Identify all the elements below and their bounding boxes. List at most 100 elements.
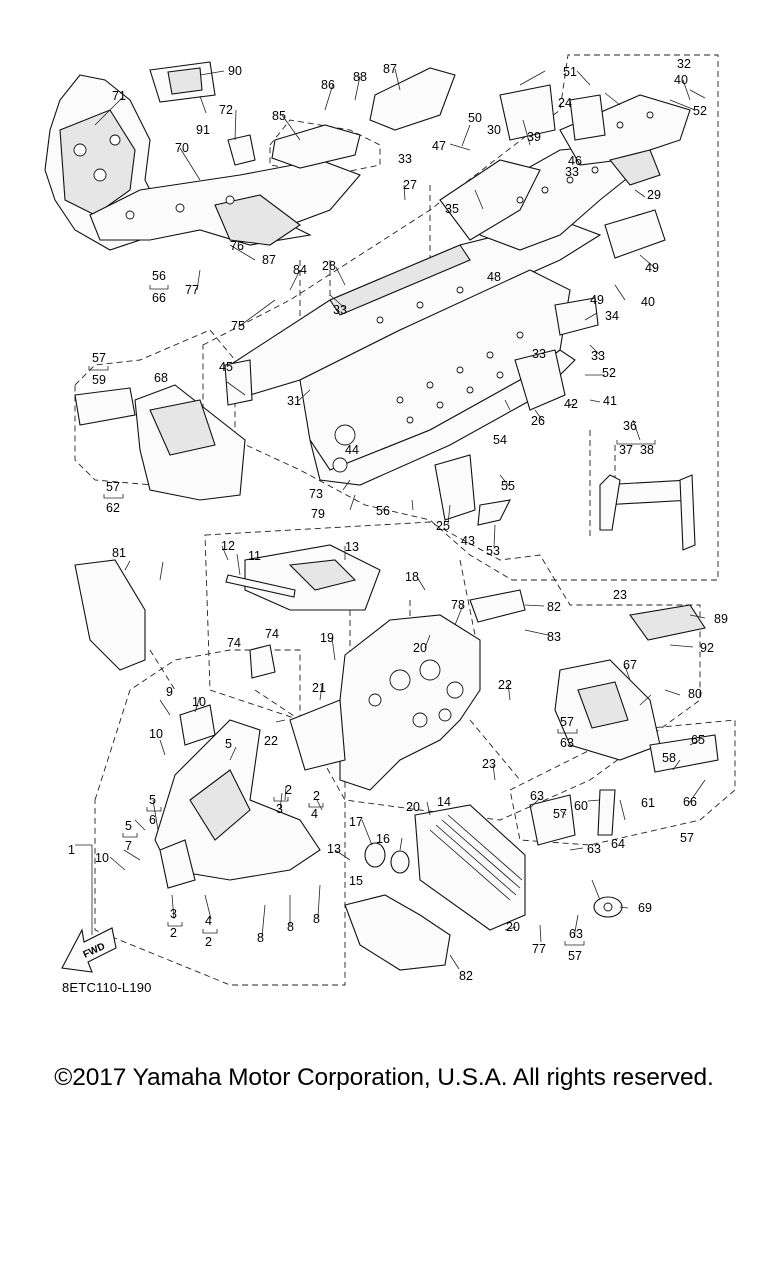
copyright-notice: ©2017 Yamaha Motor Corporation, U.S.A. A…: [54, 1064, 714, 1091]
callout-92: 91: [196, 123, 210, 137]
bracket-69: [134, 384, 246, 501]
callout-1: 1: [68, 843, 75, 857]
callout-87: 87: [262, 253, 276, 267]
left-bracket-group-outline: [74, 329, 236, 491]
callout-33: 32: [677, 57, 691, 71]
callout-33: 33: [532, 347, 546, 361]
callout-33: 33: [591, 349, 605, 363]
callout-42: 41: [603, 394, 617, 408]
callout-44: 43: [461, 534, 475, 548]
plate-14: [244, 544, 381, 611]
upper-frame-group-outline: [202, 54, 719, 581]
hood-support-group-outline: [269, 119, 381, 176]
plate-61: [529, 794, 576, 846]
callout-82: 81: [112, 546, 126, 560]
callout-52: 52: [693, 104, 707, 118]
callout-78: 77: [185, 283, 199, 297]
plate-50: [604, 209, 666, 259]
plate-83: [469, 589, 526, 623]
plate-25: [569, 94, 606, 141]
callout-67: 66: [152, 291, 166, 305]
air-duct-91: [149, 61, 216, 103]
diagram-code: 8ETC110-L190: [62, 980, 152, 995]
fwd-arrow-icon: FWD: [61, 927, 117, 973]
callout-66: 66: [683, 795, 697, 809]
callout-13: 12: [221, 539, 235, 553]
callout-48: 47: [432, 139, 446, 153]
callout-73: 72: [219, 103, 233, 117]
bracket-68: [554, 659, 661, 761]
callout-56: 55: [501, 479, 515, 493]
callout-labels: 1 2 2 2 2 3 3 4 4 5 5 5 6 7 8 8 8 9 10 1…: [68, 57, 728, 983]
callout-46: 45: [219, 360, 233, 374]
callout-51: 50: [468, 111, 482, 125]
callout-20: 19: [320, 631, 334, 645]
callout-2: 2: [285, 783, 292, 797]
callout-5: 5: [225, 737, 232, 751]
front-frame-1: [154, 719, 321, 889]
callout-83: 82: [547, 600, 561, 614]
callout-76: 75: [231, 319, 245, 333]
rod-12: [225, 574, 296, 598]
callout-43: 42: [564, 397, 578, 411]
callout-10: 9: [166, 685, 173, 699]
callout-63: 63: [530, 789, 544, 803]
callout-54: 53: [486, 544, 500, 558]
callout-35: 34: [605, 309, 619, 323]
plate-51: [499, 84, 556, 141]
callout-11: 10: [192, 695, 206, 709]
callout-71: 70: [175, 141, 189, 155]
callout-80: 79: [311, 507, 325, 521]
callout-15: 14: [437, 795, 451, 809]
callout-47: 46: [568, 154, 582, 168]
callout-64: 63: [560, 736, 574, 750]
callout-59: 58: [662, 751, 676, 765]
callout-2: 2: [313, 789, 320, 803]
callout-16: 15: [349, 874, 363, 888]
callout-20: 20: [406, 800, 420, 814]
callout-57: 56: [152, 269, 166, 283]
callout-62: 61: [641, 796, 655, 810]
callout-57: 57: [92, 351, 106, 365]
heat-shield-60: [74, 387, 136, 426]
callout-89: 88: [353, 70, 367, 84]
callout-84: 83: [547, 630, 561, 644]
callout-30: 29: [647, 188, 661, 202]
callout-74: 73: [309, 487, 323, 501]
callout-5: 5: [125, 819, 132, 833]
headlight-bracket-82: [74, 559, 146, 671]
callout-57: 57: [680, 831, 694, 845]
callout-10: 10: [95, 851, 109, 865]
callout-24: 23: [613, 588, 627, 602]
callout-5: 5: [149, 793, 156, 807]
callout-14: 13: [345, 540, 359, 554]
callout-4: 4: [311, 807, 318, 821]
callout-31: 30: [487, 123, 501, 137]
callout-69: 68: [154, 371, 168, 385]
callout-49: 48: [487, 270, 501, 284]
callout-77: 77: [532, 942, 546, 956]
callout-33: 33: [333, 303, 347, 317]
callout-92: 92: [700, 641, 714, 655]
callout-33: 33: [398, 152, 412, 166]
callout-68: 67: [623, 658, 637, 672]
callout-56: 56: [376, 504, 390, 518]
plate-11: [179, 704, 216, 746]
callout-23: 23: [482, 757, 496, 771]
callout-3: 3: [170, 907, 177, 921]
callout-38: 37: [619, 443, 633, 457]
callout-12: 11: [248, 549, 261, 563]
callout-37: 36: [623, 419, 637, 433]
callout-81: 80: [688, 687, 702, 701]
callout-40: 40: [641, 295, 655, 309]
callout-6: 6: [149, 813, 156, 827]
callout-22: 22: [498, 678, 512, 692]
callout-39: 38: [640, 443, 654, 457]
callout-21: 20: [413, 641, 427, 655]
bulkhead-21: [339, 614, 481, 791]
callout-8: 8: [313, 912, 320, 926]
callout-63: 62: [106, 501, 120, 515]
callout-77: 76: [230, 239, 244, 253]
callout-23: 22: [264, 734, 278, 748]
callout-55: 54: [493, 433, 507, 447]
